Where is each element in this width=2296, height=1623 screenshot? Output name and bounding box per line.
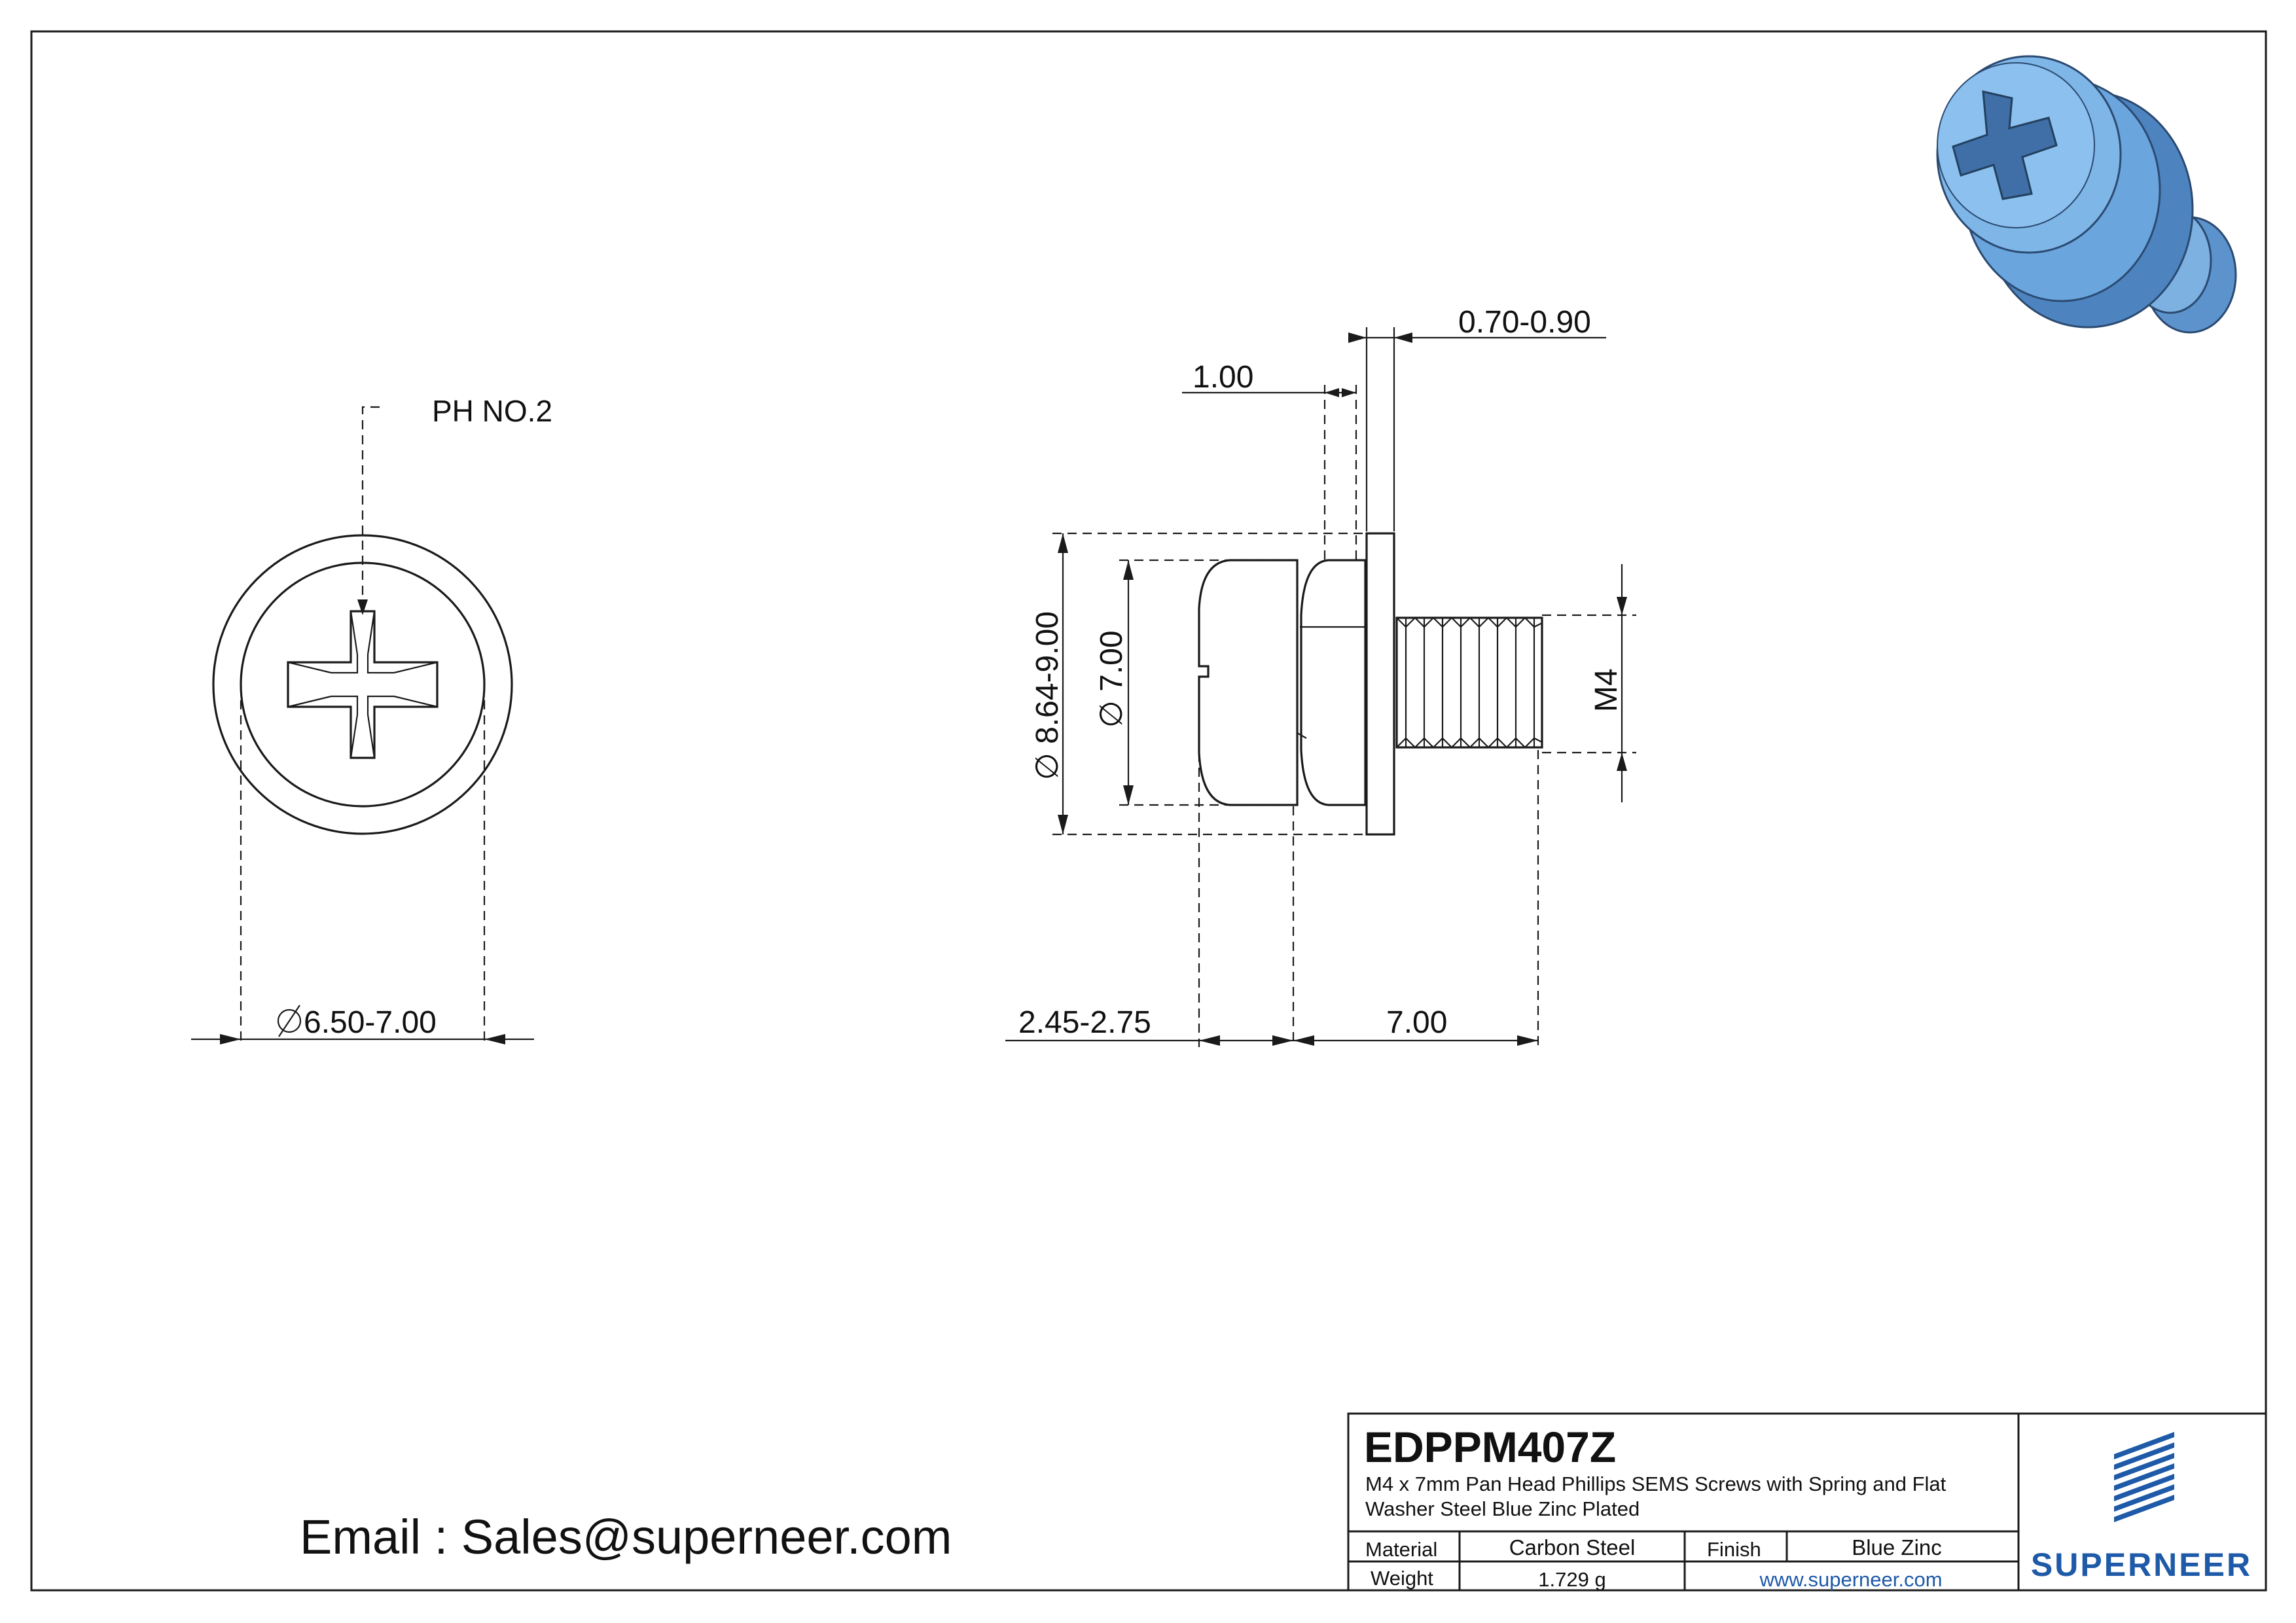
thread-size-dim: M4 — [1589, 668, 1624, 712]
head-diameter-side-dim: ∅ 7.00 — [1094, 630, 1129, 728]
front-view: PH NO.2 6.50-7.00 — [191, 394, 552, 1044]
material-value: Carbon Steel — [1509, 1535, 1636, 1560]
finish-label: Finish — [1707, 1538, 1761, 1561]
phillips-recess-icon — [287, 610, 439, 759]
spring-washer — [1300, 559, 1367, 806]
screw-render-icon — [1936, 55, 2237, 334]
email-label: Email : Sales@superneer.com — [300, 1510, 952, 1564]
length-dim: 7.00 — [1386, 1005, 1447, 1040]
head-diameter-dim: 6.50-7.00 — [304, 1005, 437, 1040]
side-view: 0.70-0.90 1.00 ∅ 8.64-9.00 ∅ 7.00 M4 — [1005, 305, 1636, 1047]
screw-head — [1198, 559, 1299, 806]
superneer-logo-icon — [2114, 1432, 2174, 1522]
spring-thickness-dim: 1.00 — [1193, 360, 1253, 395]
thread-section — [1395, 616, 1543, 749]
description-line-2: Washer Steel Blue Zinc Plated — [1365, 1497, 1640, 1520]
weight-value: 1.729 g — [1538, 1568, 1605, 1591]
weight-label: Weight — [1371, 1567, 1433, 1590]
brand-name: SUPERNEER — [2031, 1546, 2252, 1583]
title-block: EDPPM407Z M4 x 7mm Pan Head Phillips SEM… — [1347, 1412, 2267, 1592]
material-label: Material — [1365, 1538, 1437, 1561]
website-link[interactable]: www.superneer.com — [1759, 1568, 1942, 1591]
description-line-1: M4 x 7mm Pan Head Phillips SEMS Screws w… — [1365, 1472, 1946, 1495]
finish-value: Blue Zinc — [1852, 1535, 1942, 1560]
flat-washer — [1365, 532, 1395, 836]
head-height-dim: 2.45-2.75 — [1018, 1005, 1151, 1040]
sheet-border — [30, 30, 2267, 1592]
drive-callout: PH NO.2 — [432, 394, 552, 428]
head-outline — [240, 562, 486, 808]
washer-diameter-dim: ∅ 8.64-9.00 — [1030, 611, 1065, 780]
washer-outline — [212, 534, 513, 835]
part-number: EDPPM407Z — [1364, 1423, 1616, 1471]
washer-thickness-dim: 0.70-0.90 — [1458, 305, 1591, 340]
